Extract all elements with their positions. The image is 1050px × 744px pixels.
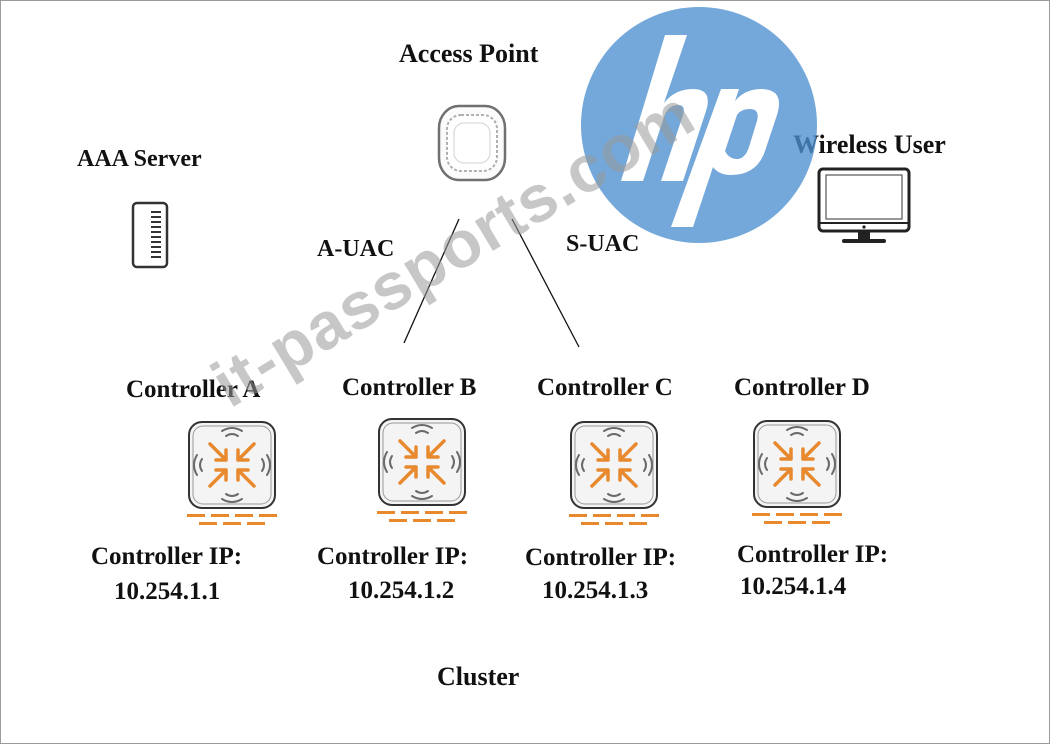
hp-logo-watermark bbox=[581, 7, 817, 243]
controller-b-ip: 10.254.1.2 bbox=[348, 577, 455, 604]
controller-d-ip-label: Controller IP: bbox=[737, 541, 889, 568]
controller-b-icon bbox=[377, 418, 467, 522]
controller-c-ip-label: Controller IP: bbox=[525, 544, 677, 571]
controller-d-name: Controller D bbox=[734, 374, 870, 401]
a-uac-label: A-UAC bbox=[317, 236, 395, 262]
controller-a-ip: 10.254.1.1 bbox=[114, 578, 221, 605]
controller-b-name: Controller B bbox=[342, 374, 477, 401]
desktop-computer-icon bbox=[817, 167, 911, 243]
cluster-label: Cluster bbox=[437, 662, 520, 691]
server-icon bbox=[131, 201, 169, 269]
a-uac-link bbox=[403, 218, 460, 344]
access-point-icon bbox=[437, 104, 507, 182]
controller-c-ip: 10.254.1.3 bbox=[542, 577, 649, 604]
controller-c-name: Controller C bbox=[537, 374, 673, 401]
controller-c-icon bbox=[569, 421, 659, 525]
controller-a-name: Controller A bbox=[126, 376, 261, 403]
controller-a-ip-label: Controller IP: bbox=[91, 543, 243, 570]
controller-d-ip: 10.254.1.4 bbox=[740, 573, 847, 600]
wireless-user-label: Wireless User bbox=[793, 130, 946, 159]
aaa-server-label: AAA Server bbox=[77, 146, 202, 172]
s-uac-label: S-UAC bbox=[566, 231, 640, 257]
controller-d-icon bbox=[752, 420, 842, 524]
access-point-label: Access Point bbox=[399, 39, 539, 68]
controller-b-ip-label: Controller IP: bbox=[317, 543, 469, 570]
s-uac-link bbox=[511, 218, 580, 348]
controller-a-icon bbox=[187, 421, 277, 525]
